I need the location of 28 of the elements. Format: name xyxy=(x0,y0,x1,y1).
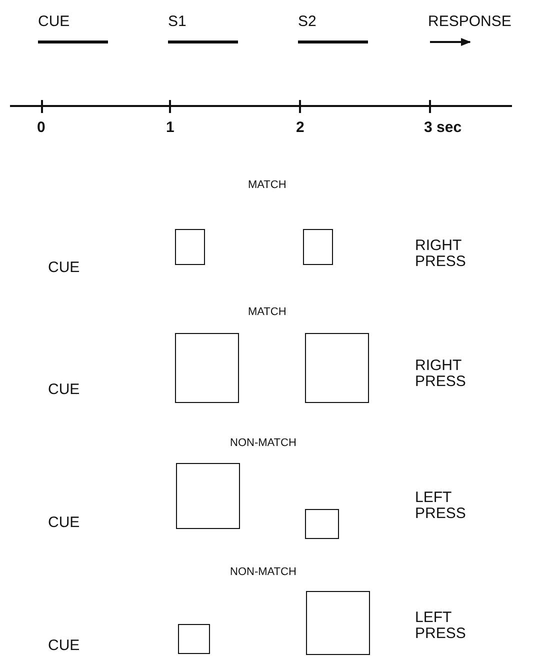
response-label: LEFT PRESS xyxy=(415,490,466,522)
cue-label: CUE xyxy=(48,382,80,398)
tick-label: 2 xyxy=(296,120,304,136)
stimulus-square xyxy=(175,229,205,265)
cue-label: CUE xyxy=(48,260,80,276)
stimulus-square xyxy=(303,229,333,265)
event-label: S1 xyxy=(168,14,186,30)
event-label: S2 xyxy=(298,14,316,30)
condition-label: MATCH xyxy=(248,307,286,319)
event-label: CUE xyxy=(38,14,70,30)
tick-label: 1 xyxy=(166,120,174,136)
stimulus-square xyxy=(306,591,370,655)
stimulus-square xyxy=(305,509,339,539)
cue-label: CUE xyxy=(48,638,80,654)
tick-label: 0 xyxy=(37,120,46,136)
response-label: RIGHT PRESS xyxy=(415,238,466,270)
stimulus-square xyxy=(305,333,369,403)
tick-label: 3 sec xyxy=(424,120,462,136)
response-label: RIGHT PRESS xyxy=(415,358,466,390)
cue-label: CUE xyxy=(48,515,80,531)
response-label: LEFT PRESS xyxy=(415,610,466,642)
stimulus-square xyxy=(176,463,240,529)
stimulus-square xyxy=(175,333,239,403)
condition-label: MATCH xyxy=(248,180,286,192)
condition-label: NON-MATCH xyxy=(230,567,296,579)
event-label: RESPONSE xyxy=(428,14,512,30)
stimulus-square xyxy=(178,624,210,654)
condition-label: NON-MATCH xyxy=(230,438,296,450)
